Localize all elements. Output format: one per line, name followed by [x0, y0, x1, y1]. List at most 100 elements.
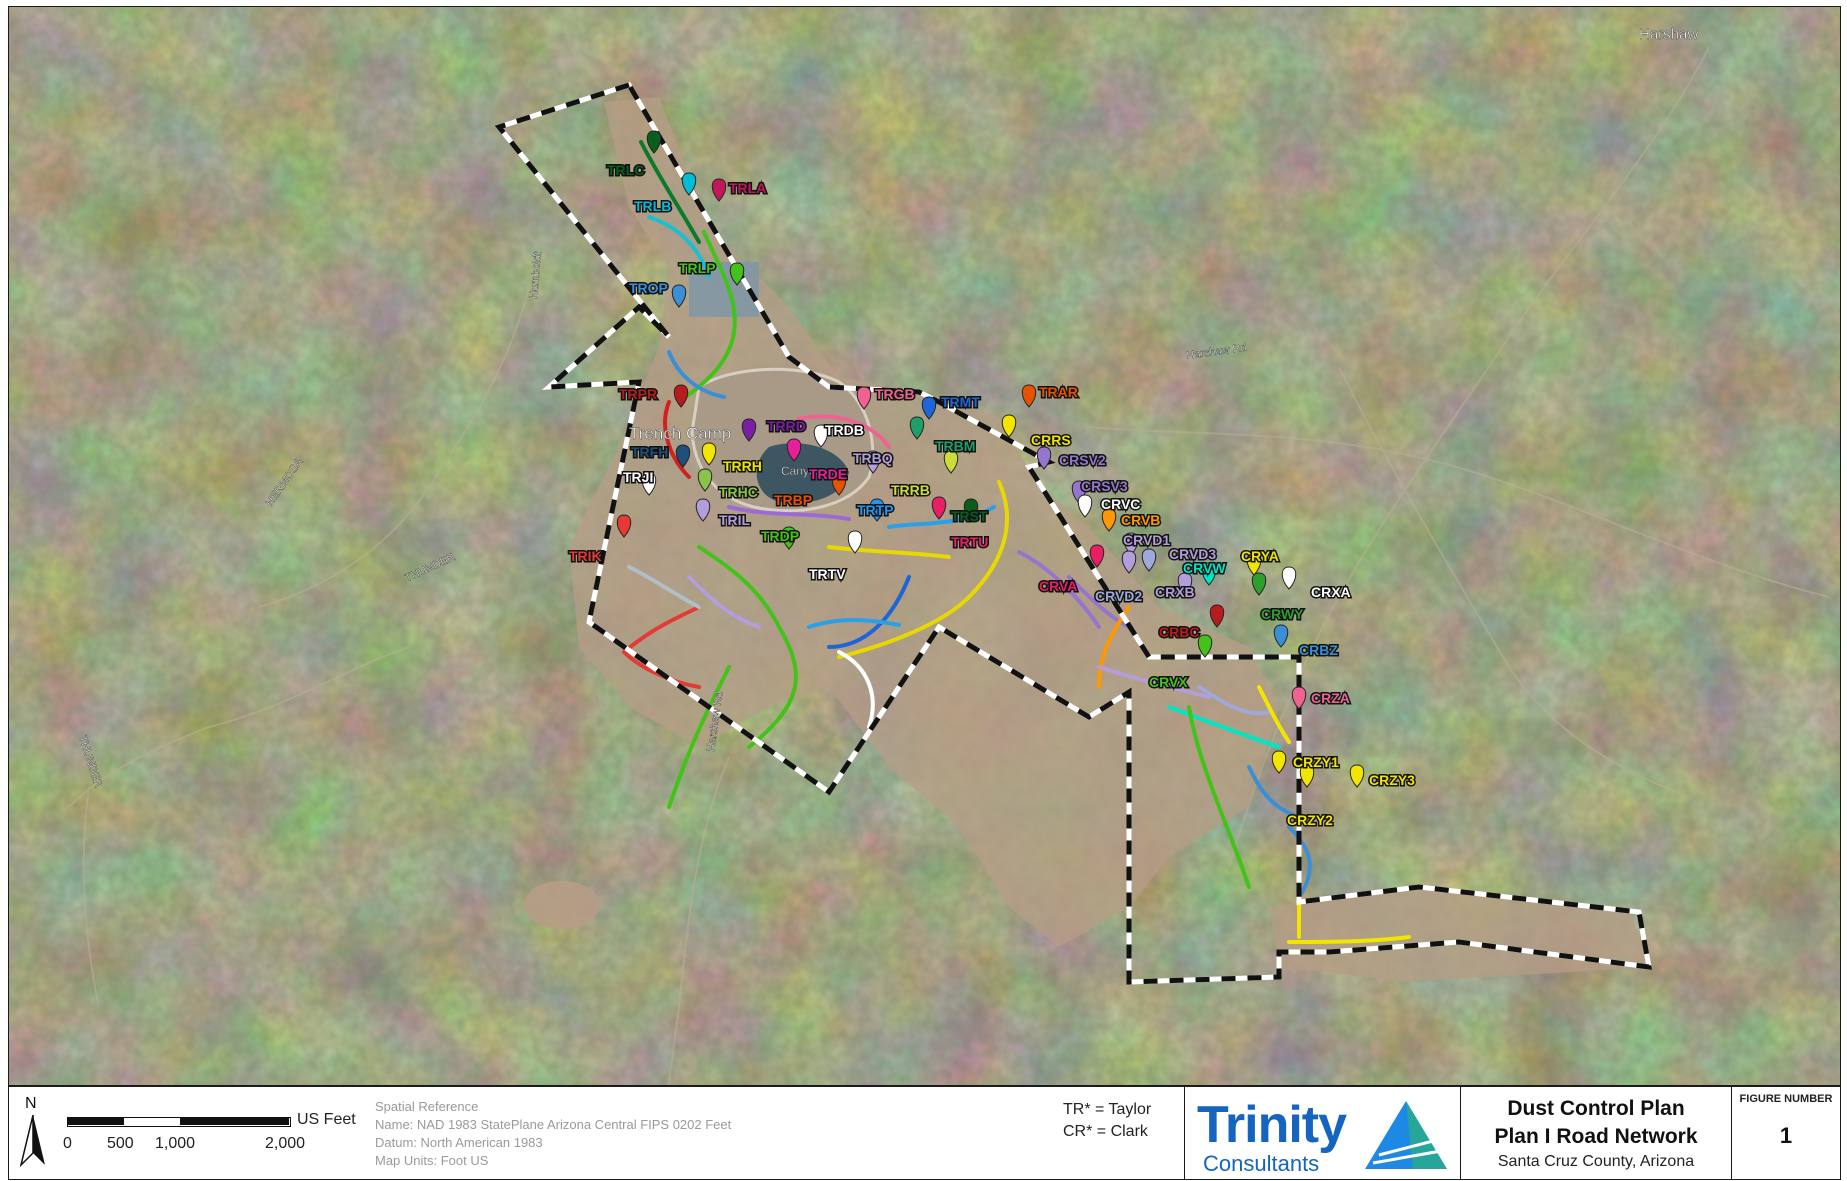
marker-crxb [1177, 572, 1193, 596]
place-label-trench-camp: Trench Camp [629, 424, 731, 443]
logo-word-trinity: Trinity [1197, 1096, 1347, 1154]
marker-crzy1 [1271, 750, 1287, 774]
north-arrow: N [19, 1095, 47, 1171]
marker-crya [1246, 552, 1262, 576]
legend-divider [1731, 1087, 1732, 1179]
plan-location: Santa Cruz County, Arizona [1497, 1153, 1695, 1170]
marker-crzy3 [1349, 764, 1365, 788]
road-label-crrs: CRRS [1031, 432, 1071, 448]
legend-bar: N US Feet 0 500 1,000 2,000 Spatial Refe… [8, 1086, 1841, 1180]
marker-tril [695, 498, 711, 522]
road-label-trrb: TRRB [891, 482, 930, 498]
plan-title: Dust Control Plan [1507, 1097, 1685, 1120]
road-label-trst: TRST [951, 508, 988, 524]
logo-word-consultants: Consultants [1203, 1151, 1320, 1176]
road-label-crya: CRYA [1241, 548, 1279, 564]
spatial-reference-units: Map Units: Foot US [375, 1153, 489, 1168]
road-label-crvx: CRVX [1149, 674, 1188, 690]
road-label-trtp: TRTP [857, 502, 894, 518]
marker-crsv2 [1036, 446, 1052, 470]
road-label-crbz: CRBZ [1299, 642, 1338, 658]
road-label-crzy2: CRZY2 [1287, 812, 1333, 828]
marker-trrd [741, 418, 757, 442]
logo-mountain-icon [1365, 1101, 1447, 1169]
marker-trrh [701, 442, 717, 466]
road-label-trla: TRLA [729, 180, 766, 196]
marker-crbz [1273, 624, 1289, 648]
site-boundary-dashes [494, 82, 1653, 985]
north-letter: N [25, 1095, 37, 1112]
road-label-tril: TRIL [719, 512, 751, 528]
road-label-trfh: TRFH [631, 444, 668, 460]
marker-crvd1 [1123, 532, 1139, 556]
road-label-crva: CRVA [1039, 578, 1077, 594]
road-label-trar: TRAR [1039, 384, 1078, 400]
road-label-trik: TRIK [569, 548, 602, 564]
scale-bar [67, 1117, 291, 1127]
background-roads [68, 46, 1830, 1085]
legend-divider [1460, 1087, 1461, 1179]
road-label-trbq: TRBQ [853, 450, 893, 466]
marker-trop [671, 284, 687, 308]
spatial-reference-name: Name: NAD 1983 StatePlane Arizona Centra… [375, 1117, 732, 1132]
marker-trdb [813, 424, 829, 448]
road-label-crxb: CRXB [1155, 584, 1195, 600]
abbreviation-clark: CR* = Clark [1063, 1123, 1148, 1140]
marker-trtp [869, 498, 885, 522]
road-label-crsv3: CRSV3 [1081, 478, 1128, 494]
road-label-trdb: TRDB [825, 422, 864, 438]
road-label-crvc: CRVC [1101, 496, 1140, 512]
abbreviation-taylor: TR* = Taylor [1063, 1101, 1152, 1118]
figure-number-label: FIGURE NUMBER [1739, 1093, 1833, 1105]
legend-divider [1184, 1087, 1185, 1179]
road-label-crzy3: CRZY3 [1369, 772, 1415, 788]
marker-trde [786, 438, 802, 462]
marker-trik [616, 514, 632, 538]
road-label-trmt: TRMT [941, 394, 980, 410]
road-label-trrd: TRRD [767, 418, 806, 434]
marker-crvb [1101, 508, 1117, 532]
marker-trlc [646, 130, 662, 154]
marker-crvx [1197, 634, 1213, 658]
trinity-logo: Trinity Consultants [1195, 1093, 1455, 1176]
spatial-reference-heading: Spatial Reference [375, 1099, 479, 1114]
scale-unit: US Feet [297, 1111, 356, 1128]
road-label-trji: TRJI [623, 469, 653, 485]
marker-trtu [931, 496, 947, 520]
figure-number: 1 [1779, 1123, 1793, 1148]
road-label-trbm: TRBM [935, 438, 975, 454]
road-label-trlb: TRLB [634, 198, 671, 214]
road-label-trop: TROP [629, 280, 668, 296]
marker-trtv [847, 530, 863, 554]
road-label-crvw: CRVW [1183, 560, 1226, 576]
road-markers [616, 130, 1365, 788]
marker-trbm [909, 416, 925, 440]
marker-crxa [1281, 566, 1297, 590]
spatial-reference-datum: Datum: North American 1983 [375, 1135, 543, 1150]
road-label-trde: TRDE [809, 466, 847, 482]
road-label-trgb: TRGB [875, 386, 915, 402]
marker-crwy [1251, 572, 1267, 596]
marker-trrb [943, 450, 959, 474]
marker-trhc [697, 468, 713, 492]
road-label-trbp: TRBP [774, 492, 812, 508]
marker-trbp [831, 472, 847, 496]
road-label-crvd3: CRVD3 [1169, 546, 1216, 562]
scale-tick-0: 0 [63, 1135, 72, 1152]
marker-crvw [1201, 562, 1217, 586]
marker-trbq [865, 450, 881, 474]
road-label-crza: CRZA [1311, 690, 1350, 706]
plan-subtitle: Plan I Road Network [1494, 1125, 1698, 1148]
place-label-harshaw: Harshaw [1639, 26, 1698, 43]
marker-trmt [921, 396, 937, 420]
marker-trar [1021, 384, 1037, 408]
road-label-crsv2: CRSV2 [1059, 452, 1106, 468]
scale-tick-2000: 2,000 [265, 1135, 306, 1152]
marker-crvc [1077, 494, 1093, 518]
road-label-trdp: TRDP [761, 528, 799, 544]
road-label-trrh: TRRH [723, 458, 762, 474]
